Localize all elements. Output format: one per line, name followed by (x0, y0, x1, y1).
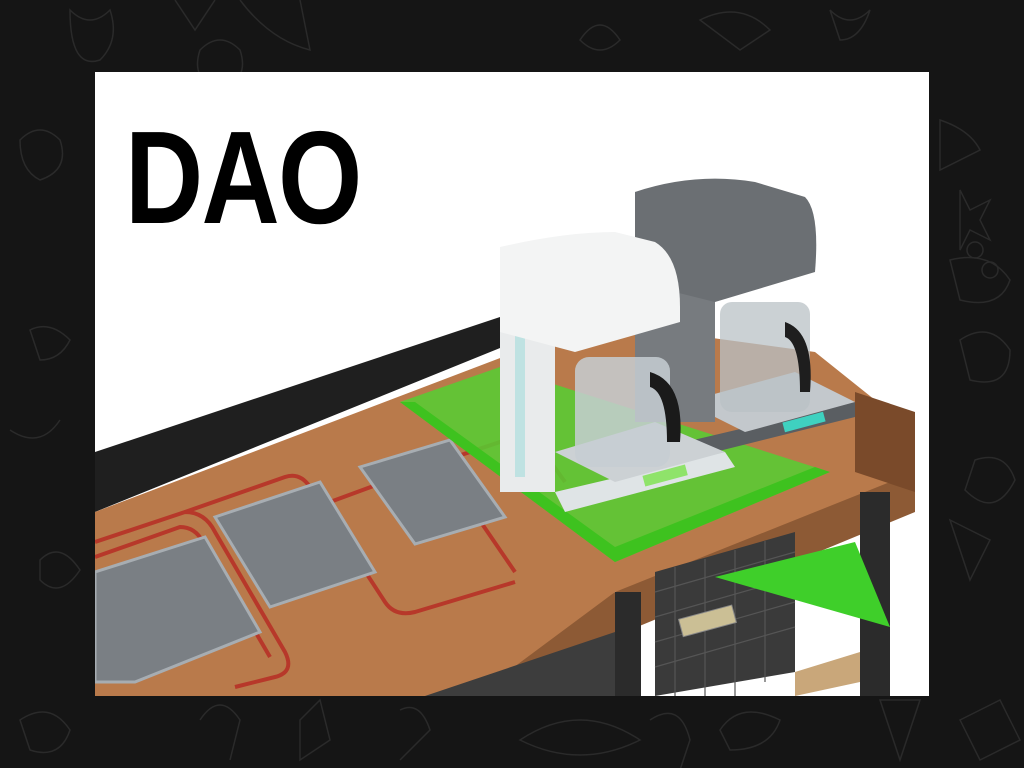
countertop-end (855, 392, 915, 492)
water-window (515, 257, 525, 477)
white-display (642, 464, 688, 487)
thumbnail-title: DAO (125, 104, 362, 251)
white-coffee-maker (500, 232, 735, 512)
grey-coffee-maker (635, 178, 855, 457)
lower-shelf (795, 652, 860, 696)
induction-burner-3 (357, 438, 508, 546)
lower-basket-left (425, 632, 615, 696)
thumbnail-panel: DAO (95, 72, 929, 696)
basket-mesh (654, 541, 796, 696)
frame-leg-mid (615, 592, 641, 696)
induction-burner-1 (95, 535, 263, 684)
counter-back-rail (95, 292, 595, 512)
game-scene (95, 178, 915, 696)
drawer-label-plate (677, 604, 737, 638)
green-rotate-arrow[interactable] (715, 542, 890, 627)
grey-display (782, 411, 826, 433)
induction-burner-2 (212, 480, 378, 609)
